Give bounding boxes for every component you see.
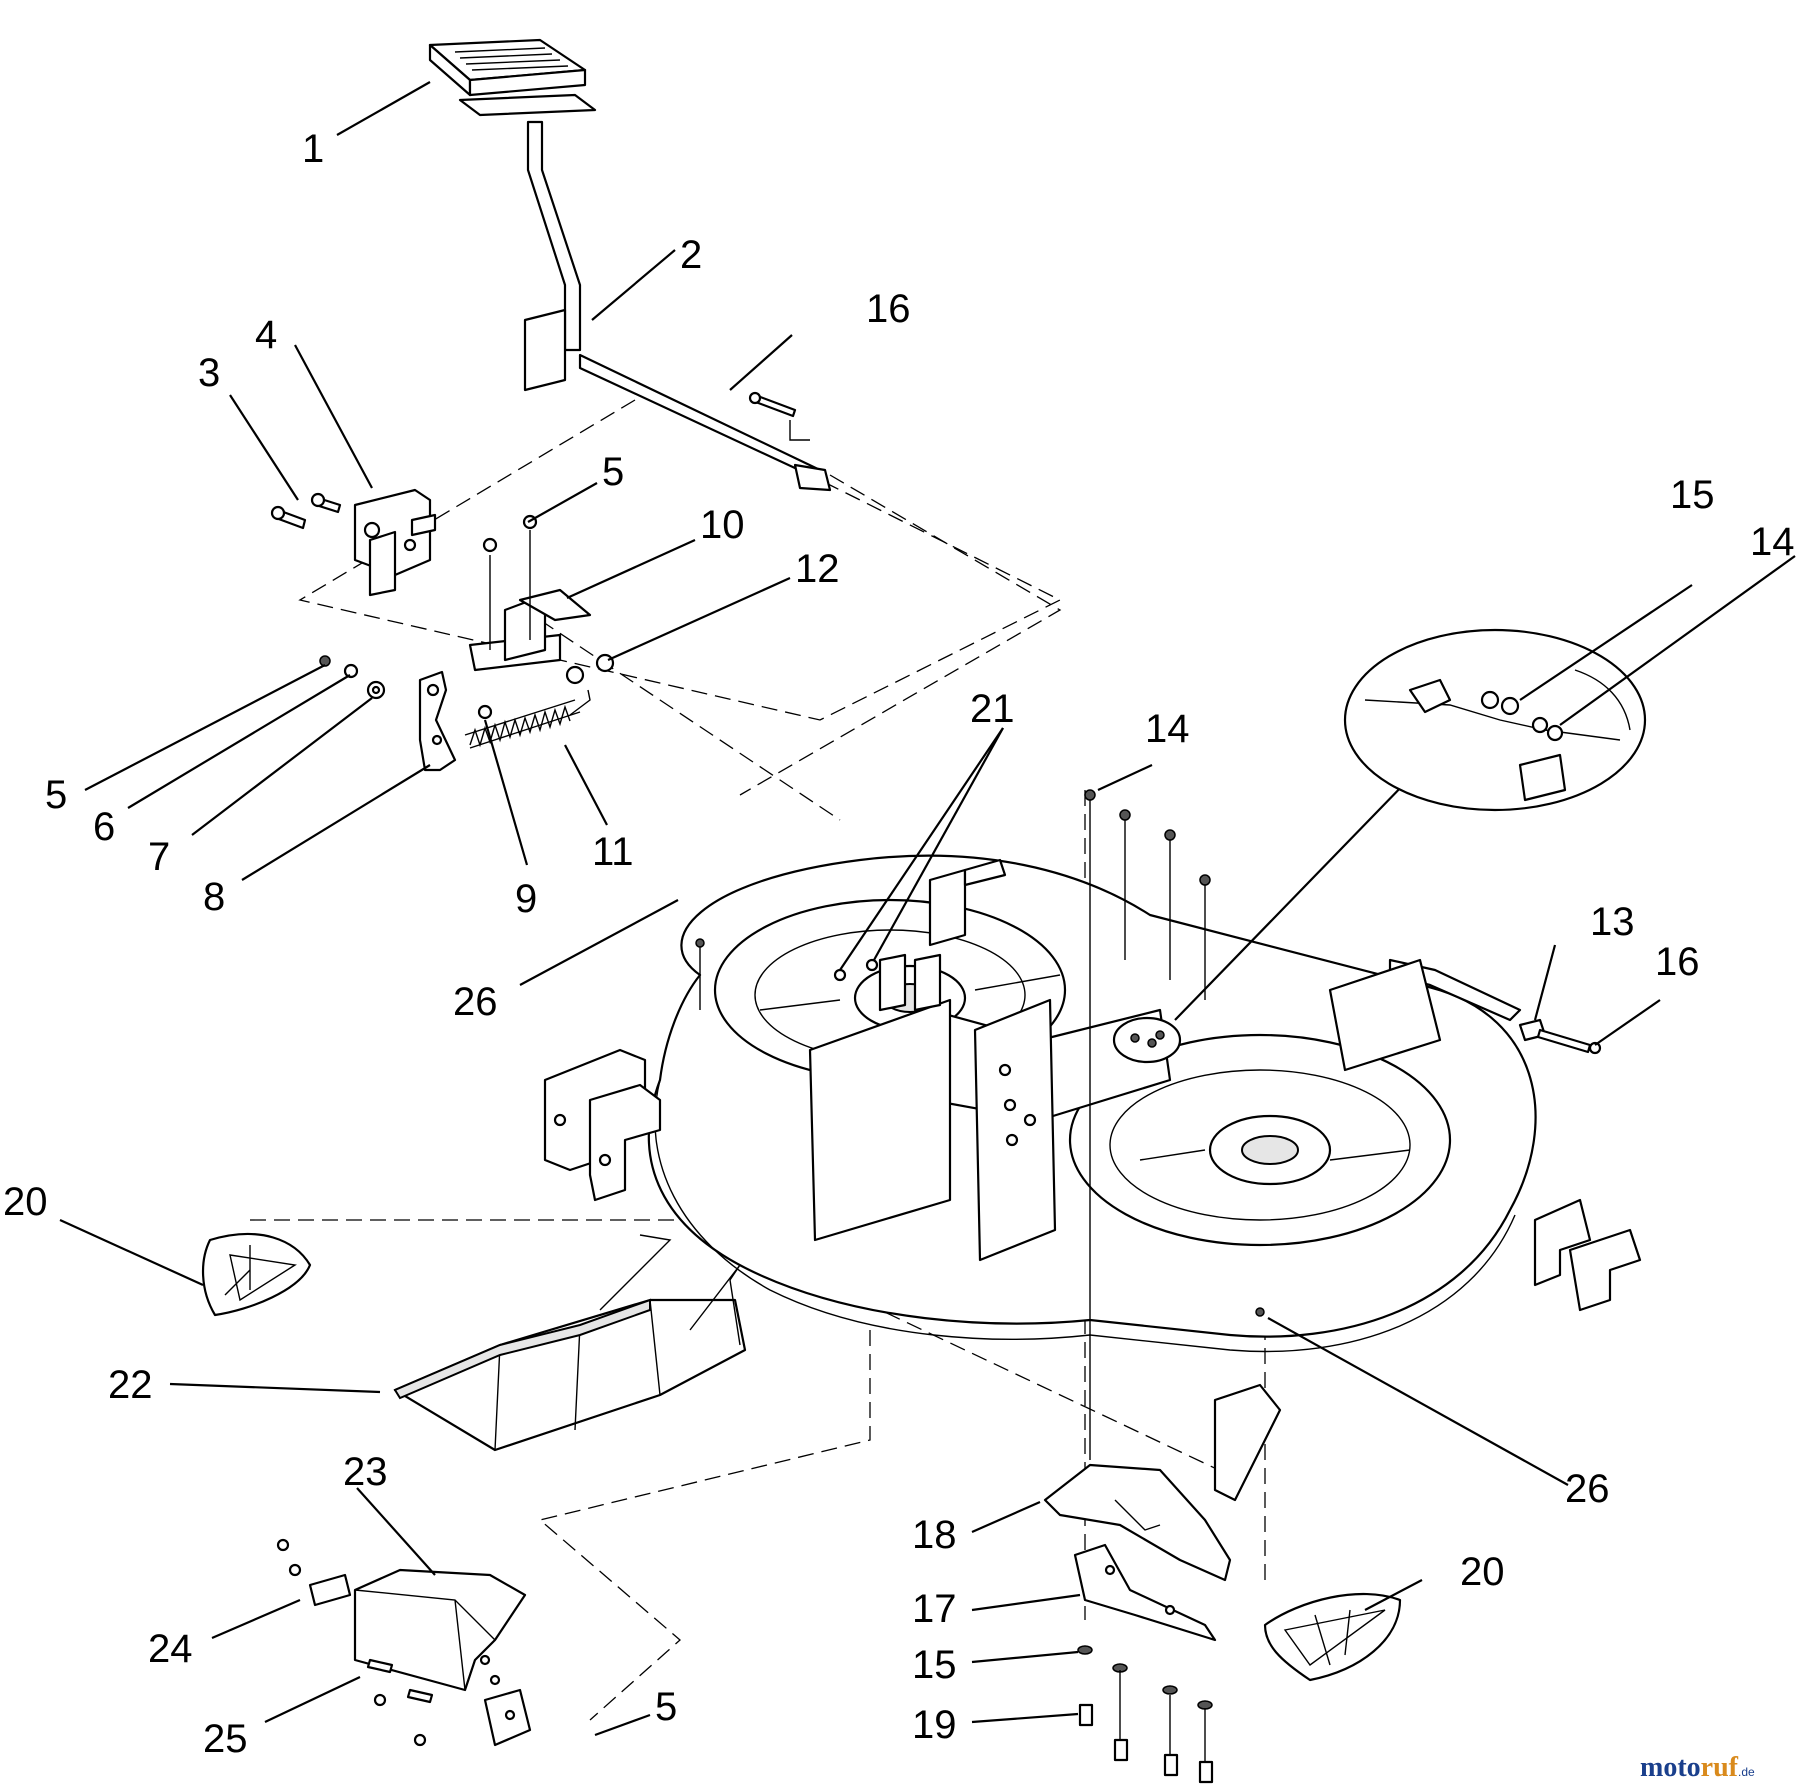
watermark-suffix: .de [1738,1765,1755,1779]
callout-14-b: 14 [1750,520,1795,564]
bolts-19-washers-15 [1077,1645,1214,1784]
callout-15-a: 15 [1670,473,1715,517]
mounting-plate-10 [468,514,615,685]
callout-14-a: 14 [1145,707,1190,751]
callout-22: 22 [108,1363,153,1407]
callout-2: 2 [680,233,702,277]
callout-5-b: 5 [45,773,67,817]
callout-5-c: 5 [655,1685,677,1729]
svg-text:motoruf.de: motoruf.de [1640,1752,1755,1783]
callout-8: 8 [203,875,225,919]
latch-arm-8 [418,670,457,772]
leader-lines [59,81,1796,1737]
pivot-bracket [353,488,437,597]
watermark-brand-a: moto [1640,1752,1701,1783]
callout-16-a: 16 [866,287,911,331]
callout-19: 19 [912,1703,957,1747]
clevis-pin-16-top [748,391,797,418]
front-bracket-18 [1043,1463,1232,1582]
callout-20-a: 20 [3,1180,48,1224]
pin-13-16 [1518,1018,1602,1055]
gauge-wheel-left [202,1232,312,1317]
spring-11 [464,689,591,749]
hinge-plate-24 [276,1538,352,1607]
callout-18: 18 [912,1513,957,1557]
bolts-25 [366,1658,434,1747]
callout-7: 7 [148,835,170,879]
callout-4: 4 [255,313,277,357]
callout-20-b: 20 [1460,1550,1505,1594]
detail-magnifier [1174,628,1647,1021]
callout-12: 12 [795,547,840,591]
callout-23: 23 [343,1450,388,1494]
watermark-logo: motoruf.de [1640,1752,1755,1783]
brace-17 [1073,1543,1217,1642]
callout-9: 9 [515,877,537,921]
callout-5-a: 5 [602,450,624,494]
callout-3: 3 [198,351,220,395]
callout-10: 10 [700,503,745,547]
mower-deck [543,789,1642,1502]
callout-13: 13 [1590,900,1635,944]
callout-11: 11 [592,830,634,874]
callout-26-a: 26 [453,980,498,1024]
small-hardware-5-6-7-9 [319,655,493,720]
discharge-chute-22 [393,1234,747,1452]
callout-15-b: 15 [912,1643,957,1687]
callout-17: 17 [912,1587,957,1631]
brake-pedal-pad [428,38,587,97]
callout-21: 21 [970,687,1015,731]
gauge-wheel-right [1263,1592,1402,1682]
callout-1: 1 [302,127,324,171]
chute-deflector-23 [353,1568,532,1747]
bolts-3 [270,492,342,530]
callout-24: 24 [148,1627,193,1671]
brake-pedal-arm [458,93,832,492]
callout-6: 6 [93,805,115,849]
watermark-brand-b: ruf [1701,1752,1739,1783]
callout-numbers: 1 2 3 4 5 5 5 6 7 8 9 10 11 12 13 14 14 … [3,127,1795,1761]
callout-25: 25 [203,1717,248,1761]
callout-26-b: 26 [1565,1467,1610,1511]
callout-16-b: 16 [1655,940,1700,984]
